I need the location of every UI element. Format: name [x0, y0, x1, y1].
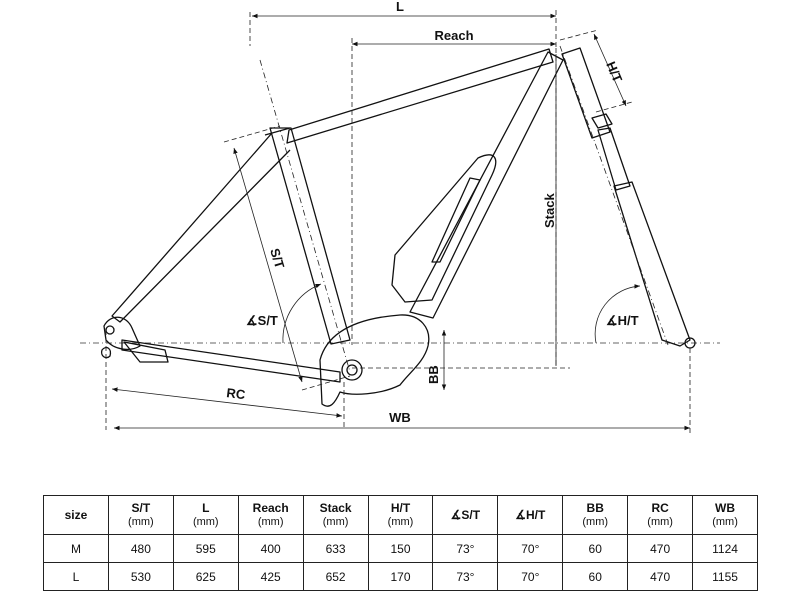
column-header: ∡S/T: [432, 495, 499, 535]
table-cell: 60: [562, 562, 629, 591]
seat-stay: [111, 132, 291, 323]
table-cell: 633: [302, 534, 369, 563]
label-st-angle: ∡S/T: [246, 313, 278, 328]
column-header-name: BB: [586, 501, 604, 515]
column-header-unit: (mm): [128, 516, 154, 528]
column-header-name: ∡S/T: [450, 508, 481, 522]
ht-angle-arc: [594, 284, 641, 344]
table-cell: 73°: [432, 534, 499, 563]
table-cell: 480: [107, 534, 174, 563]
table-cell: 70°: [497, 562, 564, 591]
column-header-unit: (mm): [257, 516, 284, 528]
label-stack: Stack: [542, 193, 557, 228]
label-bb: BB: [426, 365, 441, 384]
column-header-name: Reach: [252, 501, 289, 515]
column-header-name: Stack: [319, 501, 352, 515]
table-cell: L: [43, 562, 109, 591]
table-cell: 70°: [497, 534, 564, 563]
column-header: WB(mm): [692, 495, 758, 535]
table-cell: 530: [107, 562, 174, 591]
dim-seat-tube: [233, 147, 303, 383]
label-l: L: [396, 0, 404, 14]
table-cell: 170: [367, 562, 434, 591]
dim-rear-center: [111, 387, 343, 418]
column-header: Stack(mm): [302, 495, 369, 535]
column-header: Reach(mm): [237, 495, 304, 535]
table-cell: 470: [627, 562, 694, 591]
label-rc: RC: [226, 385, 247, 402]
column-header-unit: (mm): [322, 516, 349, 528]
column-header-name: L: [202, 501, 210, 515]
motor-housing: [319, 314, 430, 407]
battery: [391, 154, 497, 303]
column-header-name: size: [64, 508, 88, 522]
table-cell: 400: [237, 534, 304, 563]
column-header: BB(mm): [562, 495, 629, 535]
column-header: ∡H/T: [497, 495, 564, 535]
table-cell: 470: [627, 534, 694, 563]
bike-frame: [100, 47, 696, 407]
label-wb: WB: [389, 410, 411, 425]
column-header-unit: (mm): [387, 516, 414, 528]
column-header-name: S/T: [131, 501, 151, 515]
table-cell: 150: [367, 534, 434, 563]
column-header-name: H/T: [390, 501, 411, 515]
head-tube: [561, 47, 611, 139]
table-cell: 625: [172, 562, 239, 591]
table-cell: 652: [302, 562, 369, 591]
table-cell: 1155: [692, 562, 758, 591]
seat-clamp: [264, 127, 291, 136]
label-st: S/T: [267, 246, 287, 270]
label-ht-angle: ∡H/T: [606, 313, 639, 328]
bottom-bracket: [341, 359, 363, 381]
chain-stay: [121, 339, 341, 383]
column-header-unit: (mm): [582, 516, 609, 528]
table-cell: 60: [562, 534, 629, 563]
table-cell: 1124: [692, 534, 758, 563]
top-tube: [286, 48, 554, 144]
column-header: L(mm): [172, 495, 239, 535]
column-header-name: ∡H/T: [515, 508, 546, 522]
column-header-unit: (mm): [647, 516, 673, 528]
table-cell: 425: [237, 562, 304, 591]
table-cell: M: [43, 534, 109, 563]
column-header-unit: (mm): [712, 516, 738, 528]
column-header: size: [43, 495, 109, 535]
column-header: S/T(mm): [107, 495, 174, 535]
column-header-unit: (mm): [192, 516, 219, 528]
table-cell: 73°: [432, 562, 499, 591]
column-header: RC(mm): [627, 495, 694, 535]
fork: [591, 113, 613, 129]
table-cell: 595: [172, 534, 239, 563]
frame-geometry-diagram: L Reach H/T S/T Stack ∡S/T ∡H/T RC BB WB: [80, 0, 720, 434]
column-header-name: WB: [715, 501, 736, 515]
column-header: H/T(mm): [367, 495, 434, 535]
dim-head-tube: [593, 33, 627, 107]
st-angle-arc: [282, 283, 322, 344]
column-header-name: RC: [651, 501, 669, 515]
dimension-lines: [105, 10, 691, 434]
label-ht: H/T: [603, 59, 625, 84]
down-tube: [409, 51, 564, 319]
rear-dropout: [103, 316, 141, 351]
seat-tube: [269, 127, 351, 345]
label-reach: Reach: [434, 28, 473, 43]
